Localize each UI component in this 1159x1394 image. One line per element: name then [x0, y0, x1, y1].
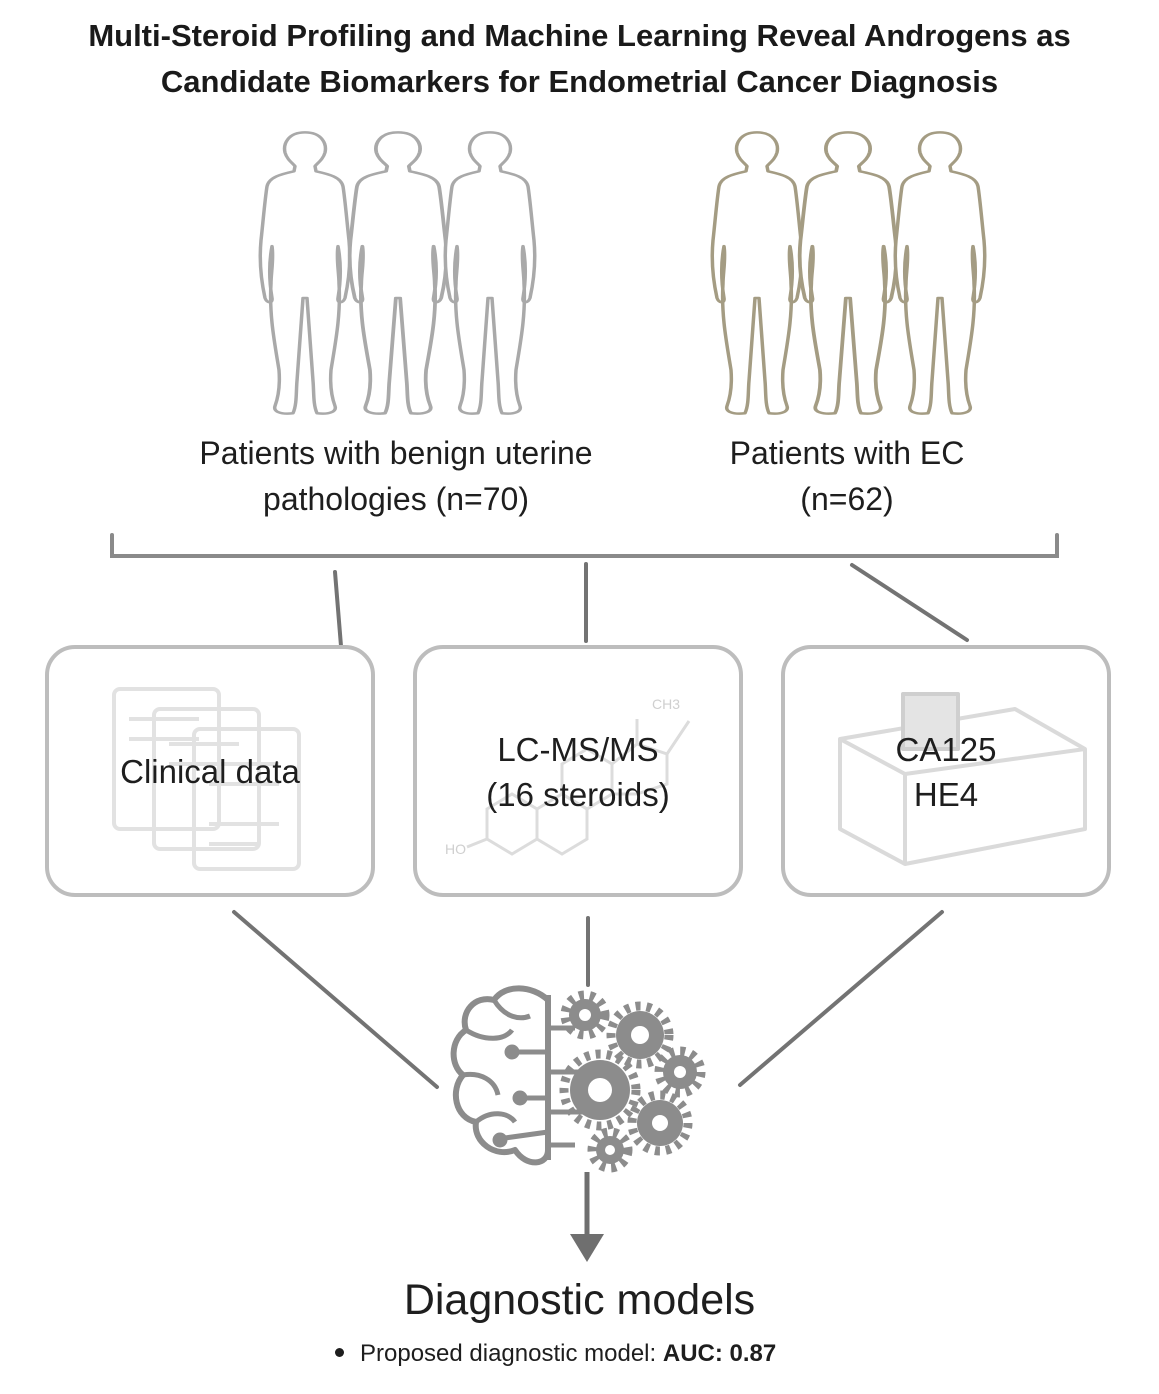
tumor-markers-label: CA125 HE4: [785, 727, 1107, 817]
output-arrow: [570, 1172, 604, 1262]
auc-bullet: Proposed diagnostic model: AUC: 0.87: [335, 1340, 776, 1368]
ec-group-label-line-2: (n=62): [800, 481, 894, 517]
clinical-data-label-line-1: Clinical data: [120, 753, 300, 790]
hydroxyl-label: HO: [445, 841, 466, 857]
clinical-data-label: Clinical data: [49, 749, 371, 794]
auc-bullet-label: Proposed diagnostic model:: [360, 1340, 663, 1367]
bullet-dot: [335, 1348, 344, 1358]
analyzer-device-icon: [838, 692, 1087, 866]
woman-figure-2: [347, 130, 449, 416]
methyl-label: CH3: [652, 696, 680, 712]
benign-patient-figures: [258, 130, 537, 416]
lcms-box: CH3 HO LC-MS/MS (16 steroids): [413, 645, 743, 897]
machine-learning-brain-icon: [450, 985, 706, 1173]
converging-connectors: [232, 910, 944, 1089]
steroid-structure-icon: CH3 HO: [445, 696, 691, 857]
ec-group-label: Patients with EC (n=62): [680, 430, 1014, 522]
ec-patient-figures: [710, 130, 987, 416]
title-line-1: Multi-Steroid Profiling and Machine Lear…: [88, 18, 1071, 53]
benign-group-label-line-1: Patients with benign uterine: [199, 435, 593, 471]
tumor-markers-box: CA125 HE4: [781, 645, 1111, 897]
lcms-label: LC-MS/MS (16 steroids): [417, 727, 739, 817]
auc-value: AUC: 0.87: [662, 1340, 777, 1367]
tumor-markers-label-line-2: HE4: [913, 776, 979, 813]
woman-figure-4: [710, 130, 804, 416]
tumor-markers-label-line-1: CA125: [895, 731, 997, 768]
title-line-2: Candidate Biomarkers for Endometrial Can…: [160, 64, 999, 99]
benign-group-label-line-2: pathologies (n=70): [263, 481, 529, 517]
woman-figure-1: [258, 130, 352, 416]
woman-figure-6: [893, 130, 987, 416]
lcms-label-line-1: LC-MS/MS: [497, 731, 659, 768]
clipboard-documents-icon: [112, 687, 301, 871]
ec-group-label-line-1: Patients with EC: [729, 435, 965, 471]
diagnostic-models-heading: Diagnostic models: [403, 1276, 756, 1324]
lcms-label-line-2: (16 steroids): [486, 776, 670, 813]
clinical-data-box: Clinical data: [45, 645, 375, 897]
branch-connectors: [333, 562, 969, 648]
woman-figure-3: [443, 130, 537, 416]
benign-group-label: Patients with benign uterine pathologies…: [120, 430, 672, 522]
bracket-connector: [110, 533, 1059, 558]
woman-figure-5: [797, 130, 899, 416]
